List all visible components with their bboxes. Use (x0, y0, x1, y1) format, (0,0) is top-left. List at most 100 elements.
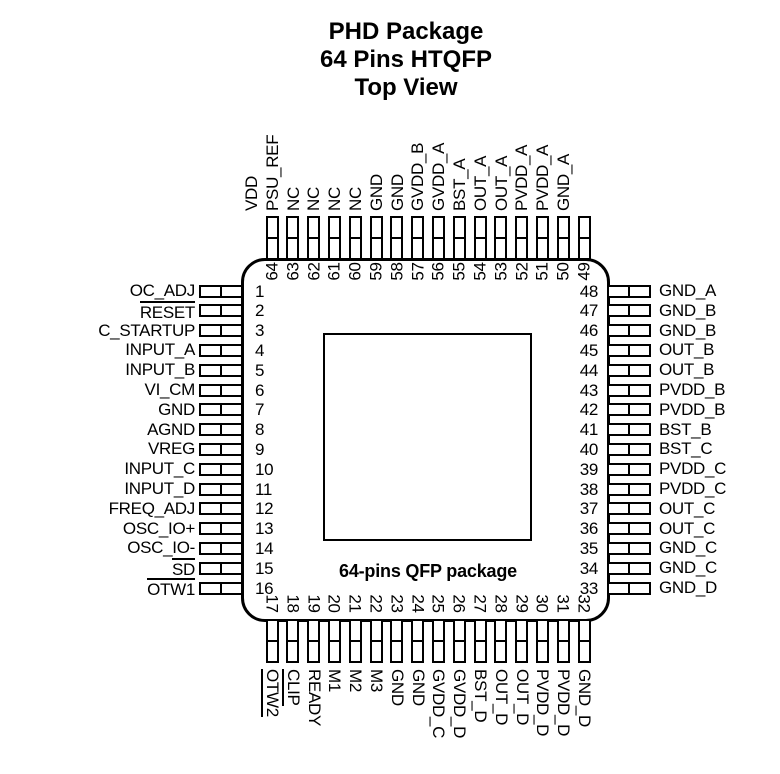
pin-54-label: BST_A (450, 159, 470, 211)
pin-52 (515, 216, 528, 260)
pin-55-number: 55 (449, 262, 469, 281)
pin-57-label-text: GND (388, 174, 407, 211)
pin-8 (199, 423, 243, 436)
pin-3 (199, 324, 243, 337)
pin-20-divider (330, 640, 339, 642)
pin-31-number: 31 (553, 594, 573, 613)
pin-12-label-text: FREQ_ADJ (108, 499, 196, 518)
pin-6 (199, 384, 243, 397)
pin-23-number: 23 (387, 594, 407, 613)
pin-56 (432, 216, 445, 260)
pin-55 (453, 216, 466, 260)
pin-58-label-text: GND (367, 174, 386, 211)
pin-9-label: VREG (30, 439, 195, 459)
pin-38-divider (628, 485, 630, 494)
pin-31-label-text: PVDD_D (554, 669, 573, 737)
pin-30-label: PVDD_D (532, 669, 552, 736)
pin-21-label: M2 (345, 669, 365, 692)
pin-47-label-text: GND_B (659, 301, 717, 320)
pin-63-divider (288, 237, 297, 239)
pin-51-number: 51 (532, 262, 552, 281)
pin-31-divider (559, 640, 568, 642)
diagram-title: PHD Package 64 Pins HTQFP Top View (256, 18, 556, 102)
pin-6-label: VI_CM (30, 380, 196, 400)
pin-12 (199, 502, 243, 515)
pin-2-label-text: RESET (139, 301, 195, 322)
pin-46-divider (628, 326, 630, 335)
pin-45-divider (628, 346, 630, 355)
pin-22-number: 22 (366, 594, 386, 613)
thermal-pad-outline (323, 333, 532, 541)
pin-22 (370, 619, 383, 663)
pin-19 (307, 619, 320, 663)
pin-64 (266, 216, 279, 260)
pin-23-label: GND (387, 669, 407, 706)
pin-39-label: PVDD_C (659, 459, 726, 479)
pin-27 (474, 619, 487, 663)
pin-52-label-text: OUT_A (492, 155, 511, 211)
pin-2 (199, 304, 243, 317)
pin-54 (474, 216, 487, 260)
pin-44-number: 44 (579, 361, 599, 380)
pin-56-label-text: GVDD_B (408, 142, 427, 211)
pin-55-label: GVDD_A (429, 143, 449, 211)
pin-50-label-text: PVDD_A (533, 144, 552, 211)
pin-13-label-text: OSC_IO+ (122, 519, 195, 538)
pin-15-label: SD (30, 558, 195, 579)
pin-39-label-text: PVDD_C (659, 459, 727, 478)
pin-28-label: OUT_D (491, 669, 511, 725)
pin-41 (607, 423, 651, 436)
title-line-3: Top View (354, 74, 458, 101)
pin-55-divider (455, 237, 464, 239)
pin-18-label-text: CLIP (282, 669, 303, 706)
pin-57 (411, 216, 424, 260)
pin-20-number: 20 (324, 594, 344, 613)
pin-26-label: GVDD_D (449, 669, 469, 738)
pin-35-label-text: GND_C (659, 538, 718, 557)
pin-9 (199, 443, 243, 456)
pin-27-label: BST_D (470, 669, 490, 722)
pin-17-label-text: OTW2 (261, 669, 282, 717)
pin-4 (199, 344, 243, 357)
pin-37 (607, 502, 651, 515)
pin-16-label-text: OTW1 (147, 578, 195, 599)
pin-19-label: READY (304, 669, 324, 726)
pin-11-label: INPUT_D (30, 479, 195, 499)
pin-8-label-text: AGND (147, 420, 195, 439)
pin-41-number: 41 (579, 420, 599, 439)
pin-9-divider (220, 445, 222, 454)
pin-57-label: GND (388, 174, 408, 211)
pin-16-divider (220, 584, 222, 593)
pin-53-number: 53 (491, 262, 511, 281)
pin-59-label: NC (346, 187, 366, 211)
pin-64-label-text: VDD (242, 176, 261, 211)
pin-40-number: 40 (579, 440, 599, 459)
pin-51-label: PVDD_A (512, 145, 532, 211)
pin-30-number: 30 (532, 594, 552, 613)
pin-54-number: 54 (470, 262, 490, 281)
pin-36-label-text: OUT_C (659, 519, 716, 538)
pin-1 (199, 285, 243, 298)
pin-30-label-text: PVDD_D (533, 669, 552, 737)
pin-48-label-text: GND_A (659, 281, 717, 300)
pin-44 (607, 364, 651, 377)
pin-29 (515, 619, 528, 663)
pin-5 (199, 364, 243, 377)
pin-7-divider (220, 405, 222, 414)
pin-21 (349, 619, 362, 663)
pin-7-label: GND (30, 400, 195, 420)
pin-17-divider (268, 640, 277, 642)
pin-8-divider (220, 425, 222, 434)
pin-32-divider (580, 640, 589, 642)
pin-1-number: 1 (255, 282, 265, 301)
pin-22-divider (372, 640, 381, 642)
pin-25-label-text: GVDD_C (429, 669, 448, 739)
package-inner-label: 64-pins QFP package (339, 561, 517, 581)
pin-36 (607, 522, 651, 535)
pin-37-label-text: OUT_C (659, 499, 716, 518)
pin-62 (307, 216, 320, 260)
pin-18-number: 18 (283, 594, 303, 613)
pin-45 (607, 344, 651, 357)
pin-2-number: 2 (255, 301, 265, 320)
pin-1-divider (220, 287, 222, 296)
